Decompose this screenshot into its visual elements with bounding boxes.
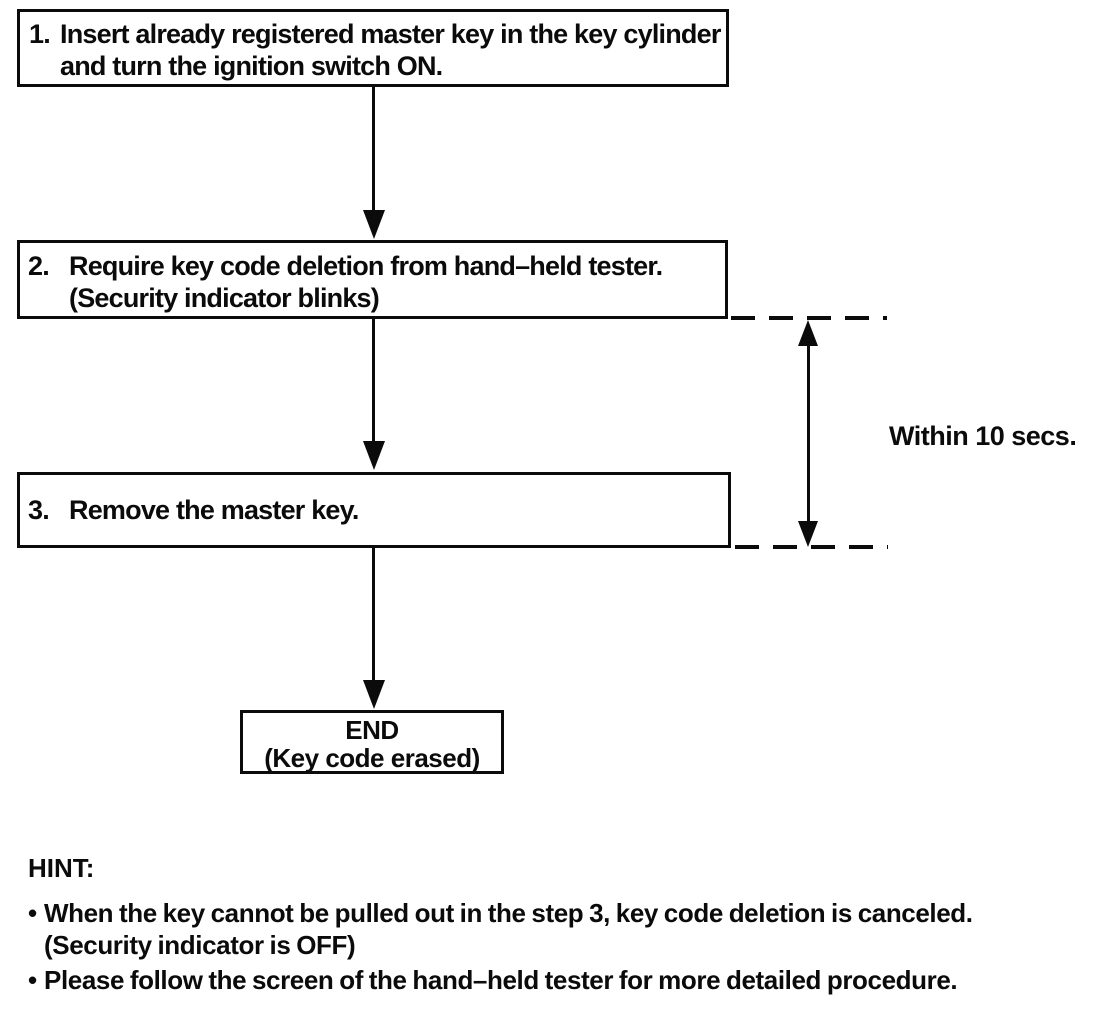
hint-bullet-2: • Please follow the screen of the hand–h… <box>28 964 1098 996</box>
end-box-line-1: END <box>345 715 399 745</box>
step-2-text: Require key code deletion from hand–held… <box>69 250 663 314</box>
timing-dashed-line-bottom <box>735 545 888 549</box>
end-box-line-2: (Key code erased) <box>264 743 480 773</box>
hint-bullet-2-text: Please follow the screen of the hand–hel… <box>44 964 1098 996</box>
hint-section: HINT: • When the key cannot be pulled ou… <box>28 852 1098 996</box>
bullet-icon: • <box>28 898 37 928</box>
step-box-2: 2. Require key code deletion from hand–h… <box>17 240 728 319</box>
step-2-text-line-2: (Security indicator blinks) <box>69 283 380 313</box>
step-2-text-line-1: Require key code deletion from hand–held… <box>69 251 663 281</box>
bullet-icon: • <box>28 965 37 995</box>
flow-arrow-2-stem <box>372 319 375 444</box>
step-1-number: 1. <box>29 19 51 49</box>
step-box-3: 3. Remove the master key. <box>17 472 731 548</box>
hint-title: HINT: <box>28 853 95 883</box>
step-1-text: Insert already registered master key in … <box>60 18 721 82</box>
step-3-text-line-1: Remove the master key. <box>69 495 359 525</box>
step-1-text-line-1: Insert already registered master key in … <box>60 19 721 49</box>
flow-arrow-3-stem <box>372 548 375 683</box>
flow-arrow-1-stem <box>372 87 375 212</box>
hint-bullet-2-line-1: Please follow the screen of the hand–hel… <box>44 965 958 995</box>
step-3-text: Remove the master key. <box>69 494 359 526</box>
timing-double-arrow-up-head <box>798 320 818 346</box>
flow-arrow-2-head <box>363 441 385 470</box>
flow-arrow-1-head <box>363 210 385 239</box>
timing-dashed-line-top <box>731 316 887 320</box>
timing-label: Within 10 secs. <box>889 421 1077 451</box>
step-1-text-line-2: and turn the ignition switch ON. <box>60 51 443 81</box>
step-box-1: 1. Insert already registered master key … <box>17 9 729 87</box>
timing-double-arrow-stem <box>807 338 810 524</box>
step-3-number: 3. <box>28 495 50 525</box>
hint-bullet-1-text: When the key cannot be pulled out in the… <box>44 897 1098 961</box>
hint-bullet-1-line-1: When the key cannot be pulled out in the… <box>44 898 973 928</box>
end-box: END (Key code erased) <box>240 710 504 774</box>
hint-bullet-1: • When the key cannot be pulled out in t… <box>28 897 1098 961</box>
step-2-number: 2. <box>28 251 50 281</box>
hint-bullet-1-line-2: (Security indicator is OFF) <box>44 930 356 960</box>
timing-double-arrow-down-head <box>798 521 818 547</box>
flow-arrow-3-head <box>363 680 385 709</box>
